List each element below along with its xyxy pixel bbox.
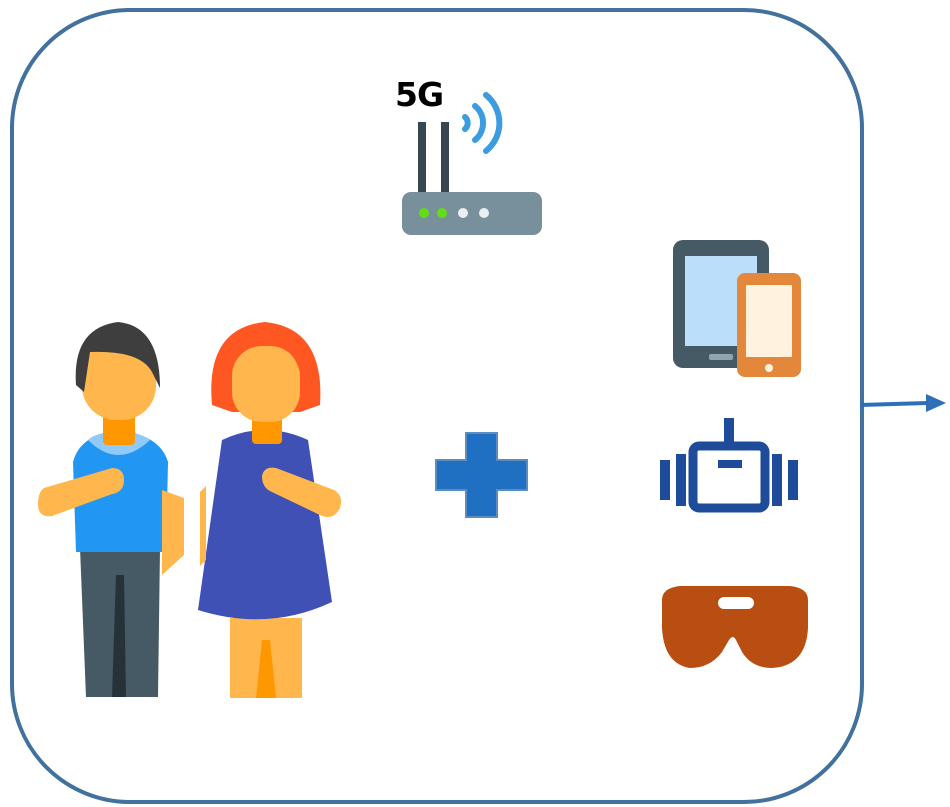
router-5g-icon — [402, 92, 542, 235]
plus-icon — [435, 432, 528, 518]
vr-headset-icon — [660, 418, 798, 513]
ar-glasses-icon — [662, 586, 808, 668]
output-arrow — [859, 394, 946, 412]
5g-label: 5G — [395, 75, 444, 114]
man-icon — [38, 322, 184, 697]
tablet-phone-icon — [673, 240, 801, 377]
woman-icon — [198, 322, 342, 698]
